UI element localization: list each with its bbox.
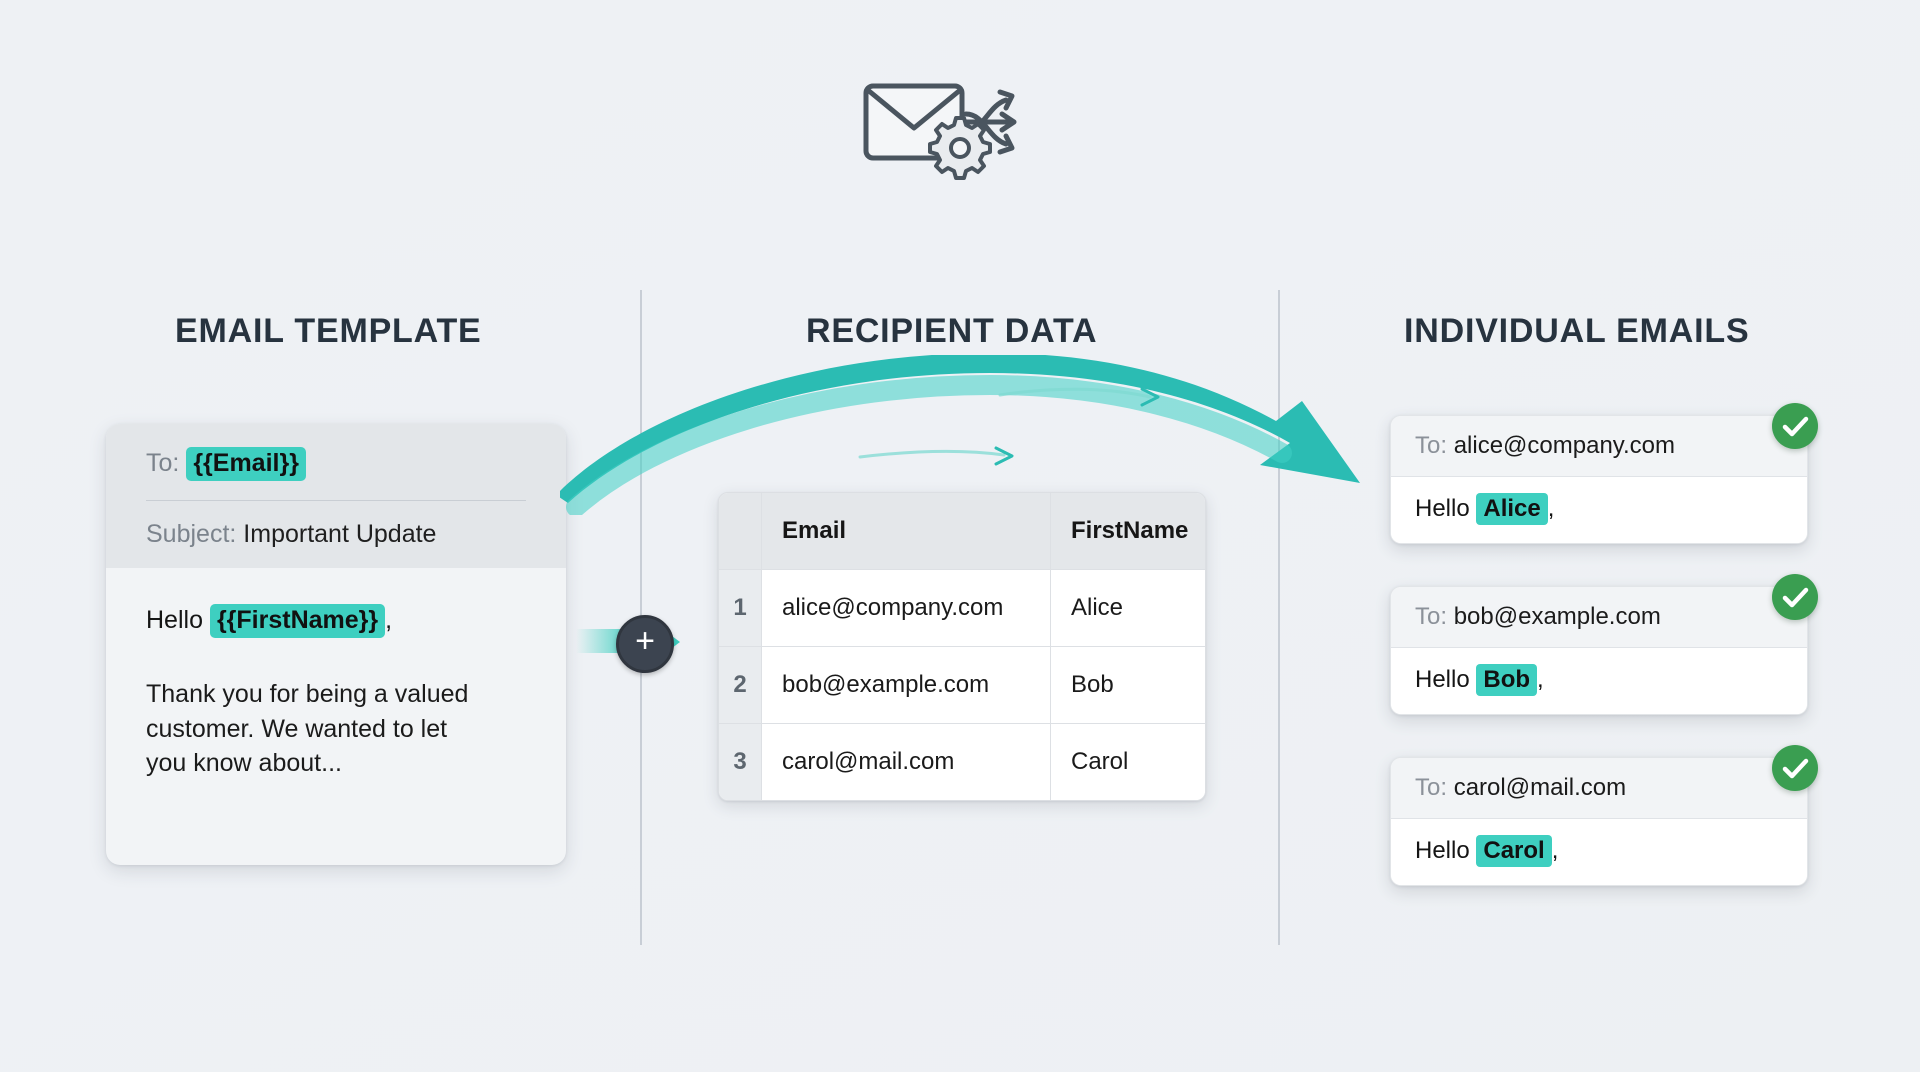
email-to-address: alice@company.com: [1453, 432, 1676, 459]
email-greeting-suffix: ,: [1547, 495, 1555, 522]
row-index: 3: [719, 723, 762, 800]
template-header: To: {{Email}} Subject: Important Update: [106, 424, 566, 568]
table-header-index: [719, 493, 762, 570]
recipient-data-table[interactable]: Email FirstName 1 alice@company.com Alic…: [718, 492, 1206, 801]
template-greeting-suffix: ,: [385, 606, 393, 634]
plus-badge-icon: +: [616, 615, 674, 673]
template-greeting-row: Hello {{FirstName}},: [146, 604, 526, 638]
row-firstname: Bob: [1050, 646, 1205, 724]
email-template-card: To: {{Email}} Subject: Important Update …: [106, 424, 566, 865]
template-to-label: To:: [146, 449, 180, 477]
template-subject-row: Subject: Important Update: [146, 519, 526, 549]
template-firstname-token: {{FirstName}}: [209, 604, 386, 638]
check-icon: [1772, 574, 1818, 620]
template-subject-value: Important Update: [243, 519, 437, 548]
email-recipient-name: Bob: [1476, 664, 1538, 696]
curved-merge-arrow-icon: [556, 353, 1420, 517]
email-greeting-prefix: Hello: [1415, 666, 1470, 693]
email-to-label: To:: [1415, 774, 1448, 801]
email-to-label: To:: [1415, 603, 1448, 630]
email-greeting-suffix: ,: [1537, 666, 1544, 693]
individual-email-card[interactable]: To: carol@mail.com Hello Carol,: [1390, 757, 1808, 886]
row-firstname: Carol: [1050, 723, 1205, 800]
email-body: Hello Bob,: [1391, 648, 1807, 714]
email-to-row: To: alice@company.com: [1391, 416, 1807, 477]
section-heading-recipient-data: RECIPIENT DATA: [806, 312, 1098, 350]
row-email: alice@company.com: [761, 569, 1051, 647]
table-row[interactable]: 2 bob@example.com Bob: [719, 646, 1205, 724]
row-index: 1: [719, 569, 762, 647]
template-greeting-prefix: Hello: [146, 606, 203, 634]
email-body: Hello Alice,: [1391, 477, 1807, 543]
email-recipient-name: Carol: [1476, 835, 1552, 867]
individual-email-card[interactable]: To: bob@example.com Hello Bob,: [1390, 586, 1808, 715]
email-greeting-prefix: Hello: [1415, 495, 1470, 522]
template-to-row: To: {{Email}}: [146, 447, 526, 481]
individual-email-card[interactable]: To: alice@company.com Hello Alice,: [1390, 415, 1808, 544]
email-to-address: carol@mail.com: [1453, 774, 1627, 801]
check-icon: [1772, 403, 1818, 449]
email-recipient-name: Alice: [1476, 493, 1548, 525]
table-header-email: Email: [761, 493, 1051, 570]
email-to-row: To: carol@mail.com: [1391, 758, 1807, 819]
table-header-firstname: FirstName: [1050, 493, 1205, 570]
table-row[interactable]: 3 carol@mail.com Carol: [719, 723, 1205, 800]
table-header-row: Email FirstName: [719, 493, 1205, 570]
email-to-address: bob@example.com: [1453, 603, 1661, 630]
row-firstname: Alice: [1050, 569, 1205, 647]
section-heading-individual-emails: INDIVIDUAL EMAILS: [1404, 312, 1750, 350]
envelope-gear-arrows-icon: [860, 72, 1060, 182]
row-email: bob@example.com: [761, 646, 1051, 724]
row-email: carol@mail.com: [761, 723, 1051, 800]
email-to-row: To: bob@example.com: [1391, 587, 1807, 648]
column-divider-right: [1278, 290, 1280, 945]
template-body: Hello {{FirstName}}, Thank you for being…: [106, 568, 566, 781]
email-body: Hello Carol,: [1391, 819, 1807, 885]
table-row[interactable]: 1 alice@company.com Alice: [719, 569, 1205, 647]
template-paragraph: Thank you for being a valued customer. W…: [146, 680, 469, 777]
check-icon: [1772, 745, 1818, 791]
template-subject-label: Subject:: [146, 519, 237, 548]
template-divider-rule: [146, 499, 526, 501]
email-to-label: To:: [1415, 432, 1448, 459]
row-index: 2: [719, 646, 762, 724]
email-greeting-suffix: ,: [1551, 837, 1559, 864]
section-heading-email-template: EMAIL TEMPLATE: [175, 312, 482, 350]
email-greeting-prefix: Hello: [1415, 837, 1470, 864]
template-to-token: {{Email}}: [186, 447, 306, 481]
